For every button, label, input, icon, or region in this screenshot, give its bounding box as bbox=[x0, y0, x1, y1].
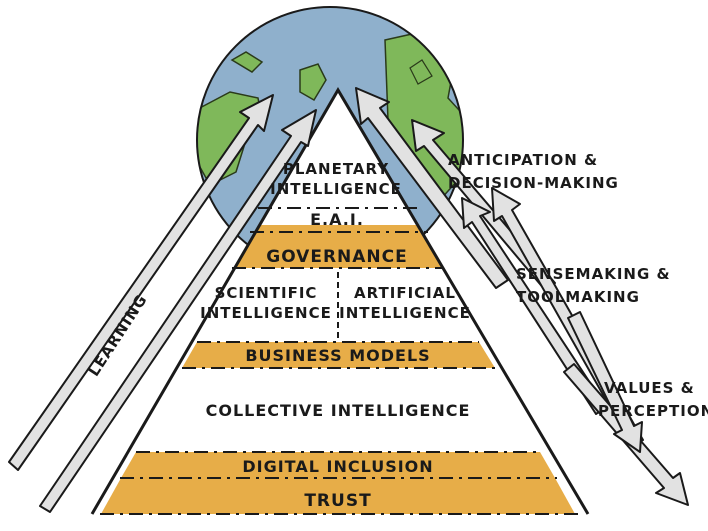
business-models-label: BUSINESS MODELS bbox=[245, 346, 430, 365]
pyramid-bands bbox=[101, 225, 575, 514]
sensemaking-label-line2: TOOLMAKING bbox=[516, 288, 640, 306]
anticipation-label-line1: ANTICIPATION & bbox=[448, 151, 598, 169]
anticipation-arrow-outer bbox=[355, 87, 509, 289]
pyramid-body bbox=[92, 90, 588, 514]
band-trust bbox=[101, 478, 575, 514]
anticipation-label-line2: DECISION-MAKING bbox=[448, 174, 619, 192]
pyramid-outline bbox=[90, 87, 590, 515]
band-governance bbox=[234, 240, 442, 268]
apex-label-line2: INTELLIGENCE bbox=[270, 180, 402, 198]
band-business-models bbox=[182, 342, 495, 368]
band-digital-inclusion bbox=[121, 452, 555, 478]
values-arrow-inner bbox=[567, 311, 643, 453]
apex-label-line1: PLANETARY bbox=[283, 160, 389, 178]
collective-intelligence-label: COLLECTIVE INTELLIGENCE bbox=[206, 401, 471, 420]
learning-arrow-outer bbox=[8, 94, 274, 471]
learning-arrow-inner bbox=[39, 109, 317, 513]
values-label-line1: VALUES & bbox=[604, 379, 695, 397]
eai-label: E.A.I. bbox=[310, 210, 364, 229]
scientific-label-line1: SCIENTIFIC bbox=[215, 284, 318, 302]
artificial-label-line1: ARTIFICIAL bbox=[354, 284, 456, 302]
digital-inclusion-label: DIGITAL INCLUSION bbox=[242, 457, 433, 476]
artificial-label-line2: INTELLIGENCE bbox=[339, 304, 471, 322]
band-separators bbox=[100, 207, 578, 515]
governance-label: GOVERNANCE bbox=[266, 247, 408, 267]
arrows bbox=[8, 87, 689, 513]
scientific-label-line2: INTELLIGENCE bbox=[200, 304, 332, 322]
trust-label: TRUST bbox=[304, 491, 371, 511]
values-label-line2: PERCEPTION bbox=[598, 402, 708, 420]
sensemaking-label-line1: SENSEMAKING & bbox=[516, 265, 671, 283]
